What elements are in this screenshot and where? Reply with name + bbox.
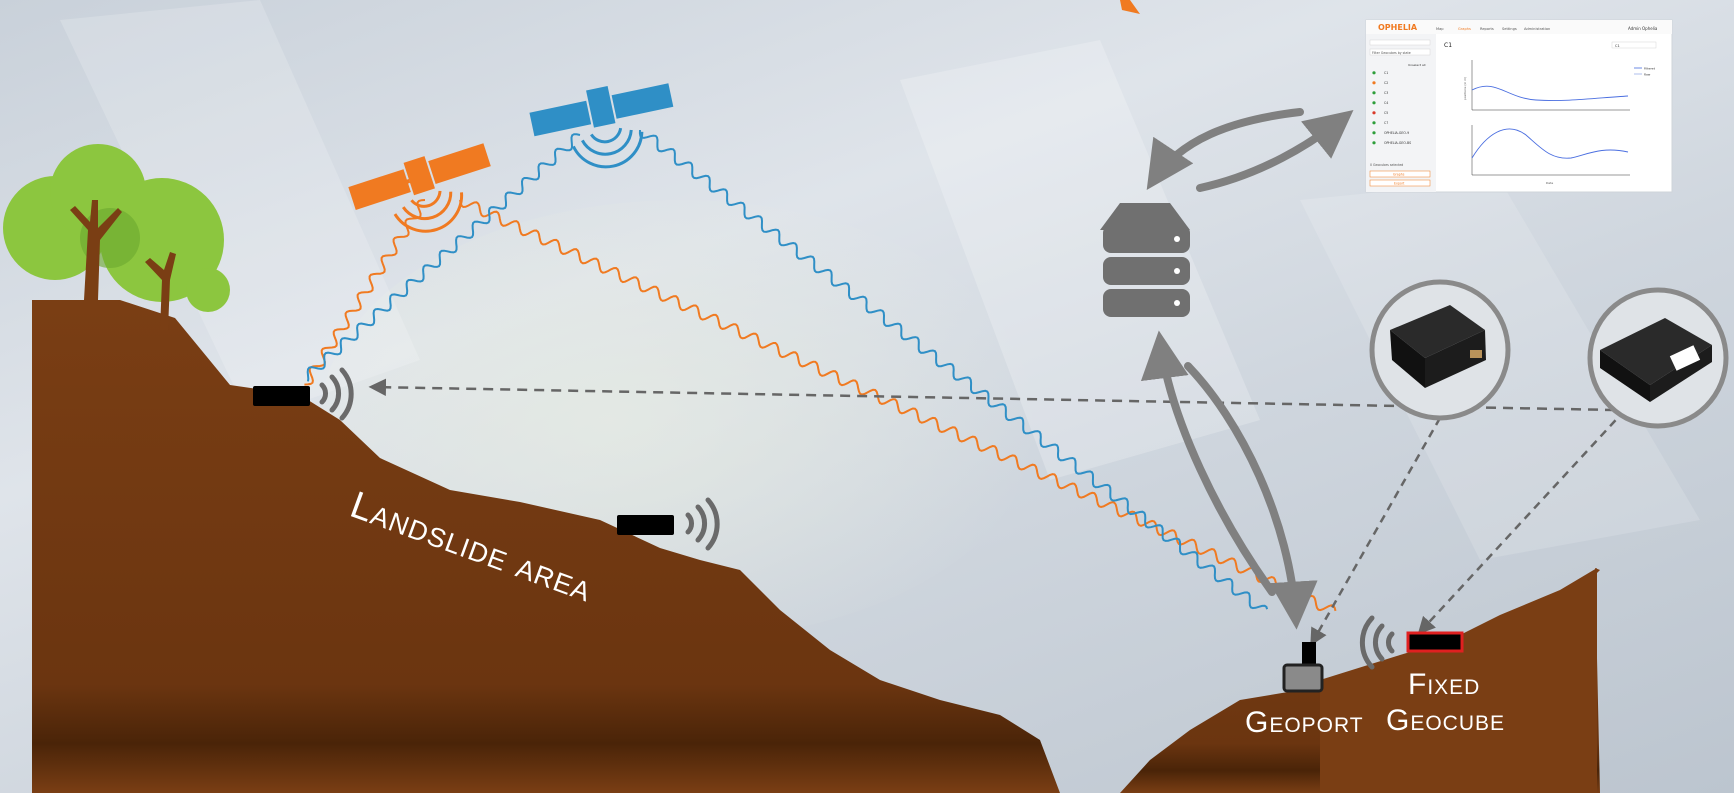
wifi-signal-icon [1359,615,1395,670]
fixed-geocube-label-line2: Geocube [1386,704,1505,737]
dashboard-chart-2: Date [1471,125,1630,185]
status-dot [1372,131,1376,135]
geocube-photo-2 [1587,287,1729,429]
status-dot [1372,101,1376,105]
geocube-photo-1 [1369,279,1511,421]
dashboard-list-item: C1 [1384,71,1388,75]
server-icon [1100,203,1190,317]
gnss-signal-orange [304,199,1337,612]
dashboard-user: Admin Ophelia [1628,26,1658,31]
dashboard-nav-item: Graphs [1458,27,1471,31]
dashboard-list-item: C3 [1384,91,1388,95]
dashboard-list-item: OPHELIA-GEO-9 [1384,131,1409,135]
wifi-signal-icon [685,497,720,551]
dashboard-range: C1 [1615,44,1620,48]
dashboard-list-item: C2 [1384,81,1388,85]
fixed-geocube-sensor [1406,631,1464,653]
dashboard-legend: Filtered Raw [1634,67,1655,77]
link-dashed-geocube1 [1310,417,1442,647]
dashboard-nav: Map Graphs Reports Settings Administration [1436,27,1550,31]
satellite-icon [348,143,491,233]
dashboard-nav-item: Administration [1524,27,1550,31]
tree-icon [3,144,230,330]
dashboard-select-all: Unselect all [1408,63,1426,67]
dashboard-list-item: OPHELIA-GEO-BS [1384,141,1411,145]
dashboard-title: C1 [1444,42,1452,49]
status-dot [1372,121,1376,125]
dashboard-filter-label: Filter Geocubes by state [1372,51,1411,55]
dashboard-selected-note: 0 Geocubes selected [1370,163,1403,167]
legend-raw: Raw [1644,73,1651,77]
dashboard-brand: OPHELIA [1378,23,1418,32]
dashboard-nav-item: Reports [1480,27,1494,31]
wifi-signal-icon [319,367,354,421]
dashboard-nav-item: Map [1436,27,1444,31]
satellite-icon [529,83,674,169]
data-flow-arrows [1140,108,1354,630]
dashboard-chart-1: positions (in m) [1463,60,1630,111]
geocube-sensor-icon [617,515,674,535]
status-dot [1372,111,1376,115]
geocube-sensor-icon [253,386,310,406]
gnss-signal-blue [306,129,1269,610]
dashboard-export-button: Export [1394,182,1405,186]
geoport-label: Geoport [1245,706,1364,739]
status-dot [1372,71,1376,75]
dashboard-list-item: C7 [1384,121,1388,125]
status-dot [1372,81,1376,85]
legend-filtered: Filtered [1644,67,1655,71]
landslide-ground [32,300,1060,793]
dashboard-xlabel: Date [1546,181,1553,185]
dashboard-ylabel: positions (in m) [1463,77,1467,100]
geoport-icon [1282,642,1324,693]
dashboard-list-item: C4 [1384,101,1388,105]
status-dot [1372,141,1376,145]
dashboard-list-item: C5 [1384,111,1388,115]
fixed-geocube-label-line1: Fixed [1408,668,1480,701]
dashboard-graphs-button: Graphs [1393,173,1405,177]
status-dot [1372,91,1376,95]
dashboard-nav-item: Settings [1502,27,1517,31]
